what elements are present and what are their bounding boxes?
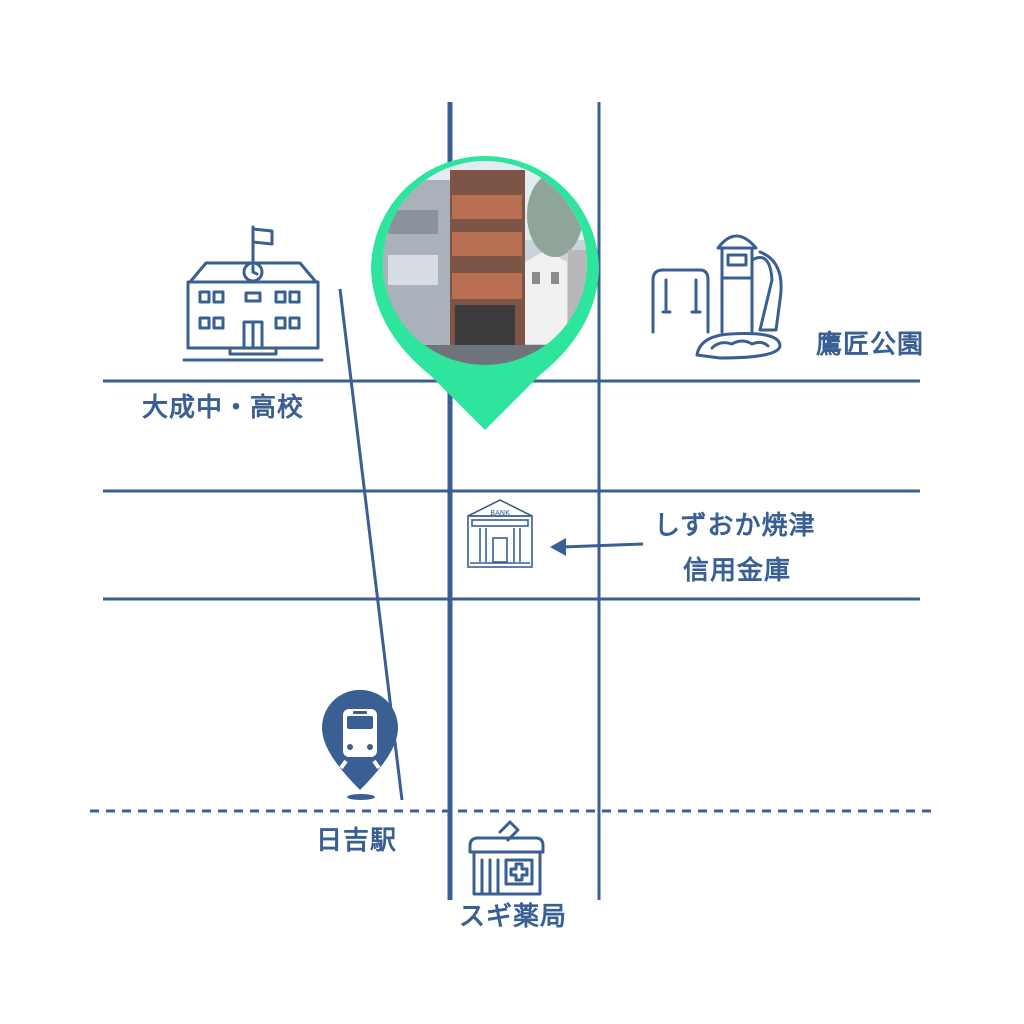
pharmacy-icon <box>468 820 545 896</box>
park-label: 鷹匠公園 <box>816 330 925 360</box>
school-icon <box>182 225 324 362</box>
bank-icon <box>467 499 533 568</box>
pharmacy-label: スギ薬局 <box>459 902 568 932</box>
bank-label-line2: 信用金庫 <box>683 556 792 586</box>
train-pin-icon <box>322 689 398 800</box>
location-pin-photo <box>371 156 599 430</box>
playground-icon <box>651 234 783 360</box>
bank-sign: BANK <box>490 509 510 517</box>
station-label: 日吉駅 <box>316 826 398 856</box>
school-label: 大成中・高校 <box>142 393 305 423</box>
bank-label-line1: しずおか焼津 <box>654 511 816 541</box>
arrow-icon <box>550 538 644 556</box>
